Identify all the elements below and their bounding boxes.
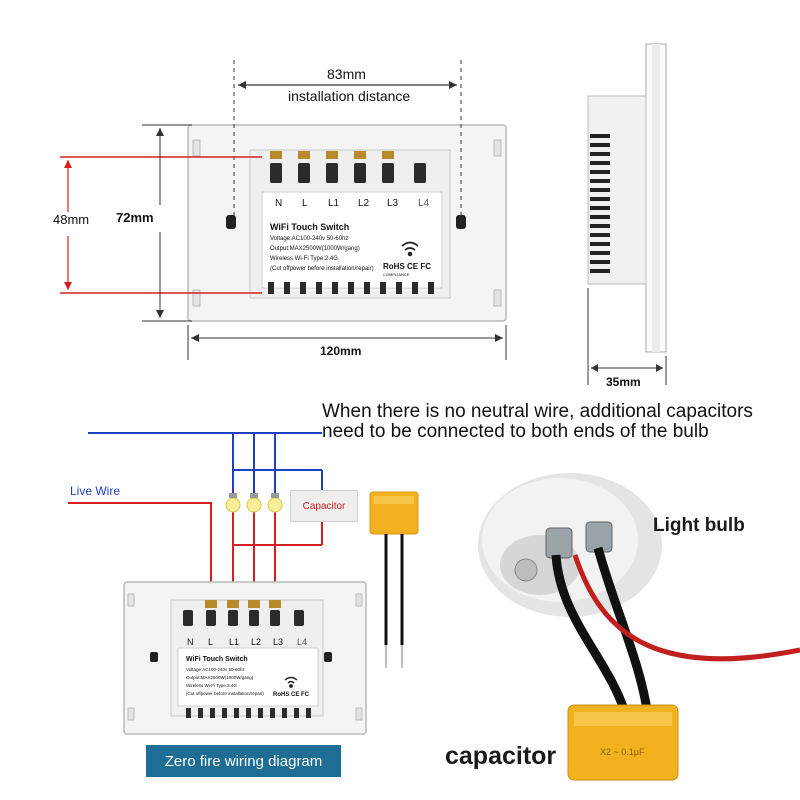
spec-line: Voltage:AC100-240v 50-60hz xyxy=(186,667,245,672)
cert-marks-bottom: RoHS CE FC xyxy=(273,692,309,698)
terminal-label-l4: L4 xyxy=(297,637,308,647)
wiring-lines xyxy=(68,432,323,600)
terminal-label-l: L xyxy=(208,637,214,647)
wifi-icon xyxy=(284,676,298,688)
panel-height-label: 72mm xyxy=(116,210,154,225)
mount-hole-left xyxy=(226,215,236,229)
note-line-2: need to be connected to both ends of the… xyxy=(322,421,709,442)
vents-top xyxy=(268,282,434,294)
capacitor-box: Capacitor xyxy=(290,490,358,522)
depth-label: 35mm xyxy=(606,375,641,389)
spec-label-bottom xyxy=(177,647,319,707)
panel-width-label: 120mm xyxy=(320,344,362,358)
light-bulb-label: Light bulb xyxy=(653,515,745,536)
light-bulb-photo xyxy=(478,473,800,718)
neutral-wire-note: When there is no neutral wire, additiona… xyxy=(322,402,800,442)
terminal-label-l1: L1 xyxy=(229,637,240,647)
vents-bottom xyxy=(186,708,311,718)
rohs-sub: COMPLIANCE xyxy=(383,272,410,277)
spec-line: Wireless Wi-Fi Type:2.4G xyxy=(186,683,237,688)
terminal-label-l2: L2 xyxy=(358,198,370,209)
spec-line: (Cut offpower before installation/repair… xyxy=(186,691,264,696)
spec-line: Output:MAX2500W(1000W/gang) xyxy=(270,246,360,252)
module-title-top: WiFi Touch Switch xyxy=(270,222,350,232)
wifi-icon xyxy=(401,241,419,257)
live-wire-label: Live Wire xyxy=(70,484,121,498)
hole-height-label: 48mm xyxy=(53,212,90,227)
terminal-label-l: L xyxy=(302,198,308,209)
wiring-diagram-badge: Zero fire wiring diagram xyxy=(146,745,341,777)
svg-text:X2 ~ 0.1µF: X2 ~ 0.1µF xyxy=(600,747,645,757)
capacitor-component-icon xyxy=(369,491,419,668)
terminal-label-l4: L4 xyxy=(418,198,430,209)
side-view xyxy=(587,43,667,385)
spec-label-top xyxy=(261,191,443,289)
terminal-screws-top xyxy=(270,151,426,183)
installation-distance-value: 83mm xyxy=(327,66,366,82)
terminal-label-n: N xyxy=(275,198,283,209)
note-line-1: When there is no neutral wire, additiona… xyxy=(322,401,753,422)
capacitor-label: capacitor xyxy=(445,742,557,770)
terminal-label-l2: L2 xyxy=(251,637,262,647)
spec-line: Output:MAX2500W(1000W/gang) xyxy=(186,675,254,680)
terminal-label-l3: L3 xyxy=(273,637,284,647)
bulb-icons xyxy=(225,493,283,513)
terminal-label-l1: L1 xyxy=(328,198,340,209)
capacitor-photo: X2 ~ 0.1µF xyxy=(567,704,679,781)
spec-line: (Cut offpower before installation/repair… xyxy=(270,266,374,272)
terminal-label-l3: L3 xyxy=(387,198,399,209)
spec-line: Voltage:AC100-240v 50-60hz xyxy=(270,236,349,242)
terminal-label-n: N xyxy=(187,637,194,647)
terminal-screws-bottom xyxy=(183,600,304,626)
spec-line: Wireless Wi-Fi Type:2.4G xyxy=(270,256,338,262)
installation-distance-label: installation distance xyxy=(288,88,411,104)
cert-marks-top: RoHS CE FC xyxy=(383,262,431,271)
module-title-bottom: WiFi Touch Switch xyxy=(186,656,248,663)
